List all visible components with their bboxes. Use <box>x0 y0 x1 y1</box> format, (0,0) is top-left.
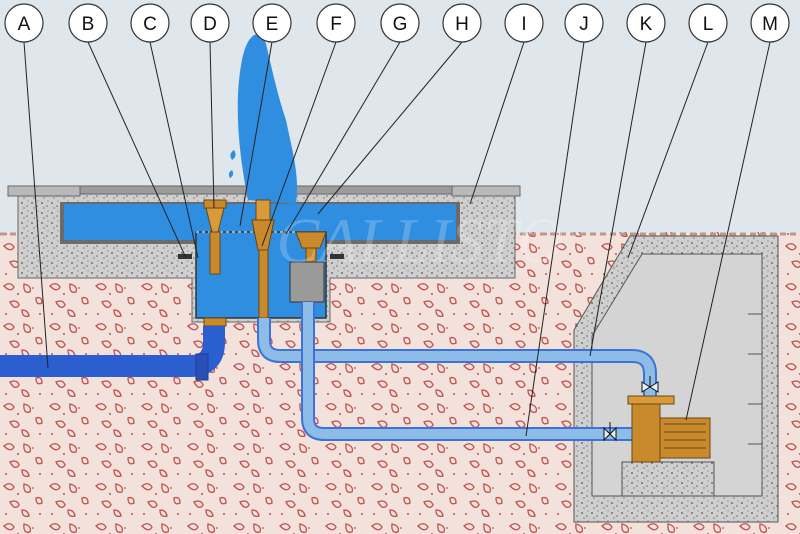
label-d: D <box>203 14 217 35</box>
leader-line-l <box>627 41 709 259</box>
suction-valve <box>603 422 617 442</box>
label-m: M <box>762 14 778 35</box>
leader-line-i <box>469 41 525 205</box>
leader-line-k <box>589 41 647 357</box>
watermark: CALLISTO <box>277 205 564 276</box>
label-circle-l <box>688 3 728 43</box>
label-c: C <box>143 14 157 35</box>
label-circle-a <box>4 3 44 43</box>
label-circle-g <box>380 3 420 43</box>
leader-line-m <box>685 41 771 421</box>
drain-pipe-joint <box>195 353 209 381</box>
label-circle-f <box>316 3 356 43</box>
label-circle-b <box>68 3 108 43</box>
leader-line-f <box>261 41 337 247</box>
label-circle-i <box>504 3 544 43</box>
leader-line-c <box>149 41 199 259</box>
label-g: G <box>393 14 408 35</box>
label-circle-d <box>190 3 230 43</box>
pump-base <box>621 461 715 497</box>
pump <box>627 395 711 463</box>
leader-line-h <box>317 41 463 215</box>
coping-right <box>451 185 521 197</box>
label-circle-m <box>750 3 790 43</box>
nozzle-d <box>203 199 227 275</box>
label-circle-c <box>130 3 170 43</box>
label-l: L <box>703 14 714 35</box>
label-h: H <box>455 14 469 35</box>
label-callouts: A B C D E F G H I J K L M <box>4 3 790 43</box>
leader-line-a <box>23 41 49 369</box>
label-circle-e <box>252 3 292 43</box>
wall-fitting-right <box>330 254 344 259</box>
leader-lines <box>23 41 771 437</box>
leader-line-g <box>285 41 401 235</box>
label-i: I <box>521 14 526 35</box>
label-circle-k <box>626 3 666 43</box>
label-e: E <box>266 14 279 35</box>
water-spray <box>228 150 236 178</box>
drain-fitting <box>203 317 227 327</box>
supply-valve <box>641 376 659 393</box>
coping-left <box>7 185 81 197</box>
suction-pipe <box>303 302 634 439</box>
label-circle-j <box>564 3 604 43</box>
leader-line-b <box>87 41 187 259</box>
leader-line-d <box>209 41 215 209</box>
label-j: J <box>579 14 589 35</box>
label-f: F <box>330 14 342 35</box>
label-b: B <box>82 14 95 35</box>
label-k: K <box>640 14 653 35</box>
leader-line-e <box>239 41 273 227</box>
label-circle-h <box>442 3 482 43</box>
leader-line-j <box>525 41 585 437</box>
supply-pipe <box>259 318 655 400</box>
water-jet <box>237 34 298 204</box>
label-a: A <box>18 14 31 35</box>
overflow-fitting <box>295 231 327 263</box>
